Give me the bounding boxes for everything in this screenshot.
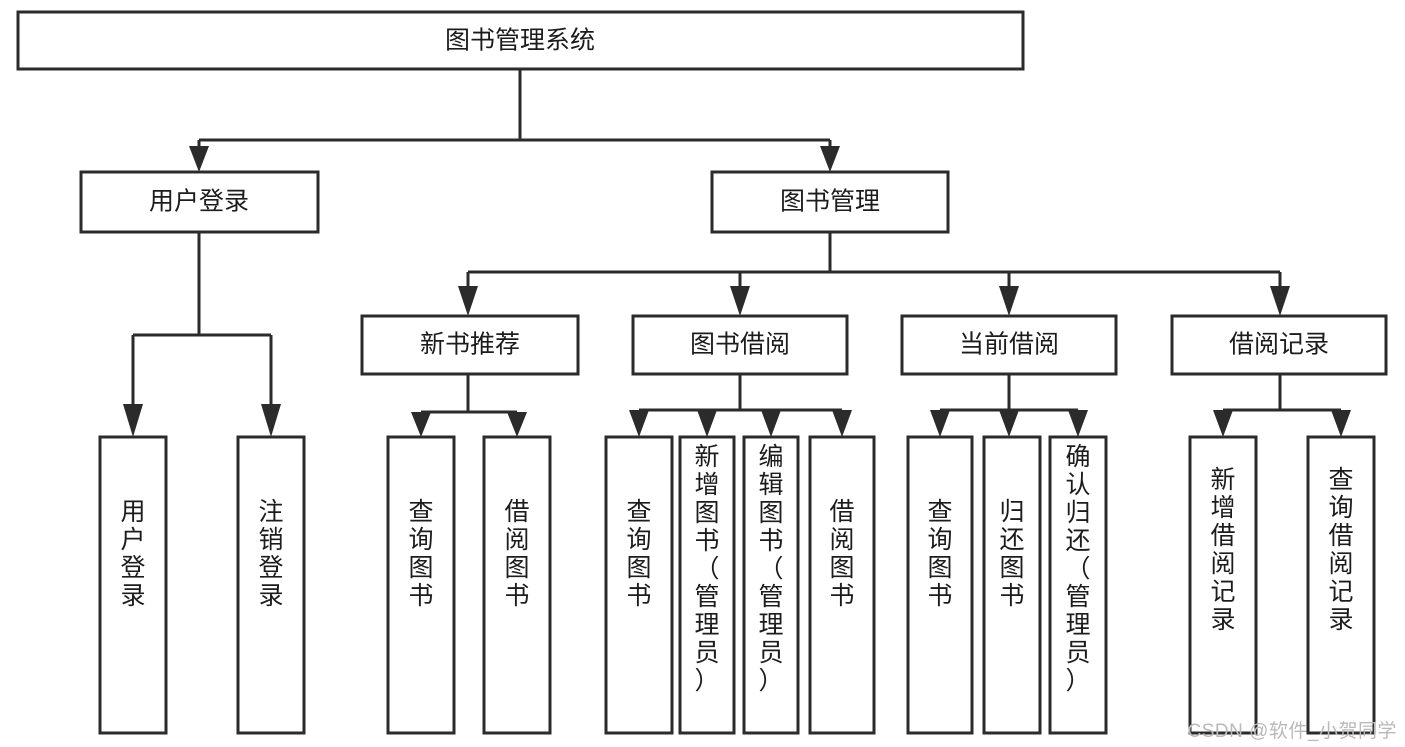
node-leaf-user-login-label: 用户登录	[120, 498, 145, 610]
node-leaf-confirm-return[interactable]: 确认归还（管理员）	[1048, 435, 1108, 735]
node-leaf-borrow-book-1[interactable]: 借阅图书	[482, 435, 552, 735]
node-book-borrow[interactable]: 图书借阅	[631, 314, 849, 376]
arrow-head-leaf-edit-book	[761, 410, 781, 437]
arrow-head-leaf-logout	[261, 404, 281, 437]
node-leaf-add-book-label: 新增图书（管理员）	[694, 443, 719, 695]
node-user-login-box[interactable]	[79, 170, 320, 234]
node-leaf-return-book-label: 归还图书	[999, 498, 1024, 610]
node-leaf-query-record-box[interactable]	[1306, 435, 1376, 735]
node-leaf-query-record[interactable]: 查询借阅记录	[1306, 435, 1376, 735]
node-root-box[interactable]	[16, 10, 1025, 71]
node-borrow-record-label: 借阅记录	[1229, 331, 1329, 359]
arrow-head-user-login	[189, 146, 209, 172]
arrow-head-leaf-confirm-return	[1068, 410, 1088, 437]
node-leaf-query-book-2[interactable]: 查询图书	[604, 435, 674, 735]
node-book-mgmt-box[interactable]	[710, 170, 950, 234]
node-leaf-add-record-label: 新增借阅记录	[1210, 466, 1235, 634]
node-borrow-record[interactable]: 借阅记录	[1170, 314, 1388, 376]
node-leaf-logout[interactable]: 注销登录	[236, 435, 306, 735]
node-book-borrow-box[interactable]	[631, 314, 849, 376]
node-leaf-add-record[interactable]: 新增借阅记录	[1188, 435, 1258, 735]
arrow-head-leaf-query-book-3	[930, 410, 950, 437]
node-leaf-logout-box[interactable]	[236, 435, 306, 735]
node-leaf-query-book-1-label: 查询图书	[408, 498, 433, 610]
edge-layer	[123, 69, 1351, 437]
node-user-login[interactable]: 用户登录	[79, 170, 320, 234]
node-leaf-borrow-book-1-box[interactable]	[482, 435, 552, 735]
node-new-book-rec-box[interactable]	[360, 314, 580, 376]
node-layer: 图书管理系统 用户登录 图书管理 新书推荐 图书借阅 当前借阅	[16, 10, 1388, 735]
node-leaf-query-book-3[interactable]: 查询图书	[906, 435, 974, 735]
arrow-head-new-book	[458, 286, 478, 316]
node-leaf-return-book-box[interactable]	[982, 435, 1042, 735]
node-current-borrow[interactable]: 当前借阅	[900, 314, 1118, 376]
node-book-borrow-label: 图书借阅	[690, 331, 790, 359]
node-leaf-query-book-2-box[interactable]	[604, 435, 674, 735]
arrow-head-leaf-query-book-1	[411, 412, 431, 437]
node-leaf-edit-book-box[interactable]	[742, 435, 800, 735]
node-leaf-user-login[interactable]: 用户登录	[98, 435, 168, 735]
edge-root-to-level2	[189, 69, 840, 172]
arrow-head-leaf-user-login	[123, 404, 143, 437]
arrow-head-current-borrow	[999, 286, 1019, 316]
node-current-borrow-box[interactable]	[900, 314, 1118, 376]
node-leaf-query-book-2-label: 查询图书	[626, 498, 651, 610]
node-new-book-rec-label: 新书推荐	[420, 331, 520, 359]
node-root-label: 图书管理系统	[445, 27, 595, 55]
arrow-head-book-borrow	[730, 286, 750, 316]
node-current-borrow-label: 当前借阅	[959, 331, 1059, 359]
node-leaf-add-book[interactable]: 新增图书（管理员）	[678, 435, 736, 735]
edge-newbook-to-leaves	[411, 374, 527, 437]
edge-bookborrow-to-leaves	[629, 374, 852, 437]
node-new-book-rec[interactable]: 新书推荐	[360, 314, 580, 376]
edge-borrowrecord-to-leaves	[1213, 374, 1351, 437]
node-book-mgmt[interactable]: 图书管理	[710, 170, 950, 234]
node-leaf-logout-label: 注销登录	[258, 498, 283, 610]
arrow-head-borrow-record	[1270, 286, 1290, 316]
edge-currentborrow-to-leaves	[930, 374, 1088, 437]
node-leaf-query-book-3-label: 查询图书	[927, 498, 952, 610]
arrow-head-leaf-query-book-2	[629, 410, 649, 437]
node-leaf-add-record-box[interactable]	[1188, 435, 1258, 735]
arrow-head-leaf-borrow-book-2	[832, 410, 852, 437]
arrow-head-leaf-return-book	[999, 410, 1019, 437]
node-leaf-query-book-3-box[interactable]	[906, 435, 974, 735]
node-borrow-record-box[interactable]	[1170, 314, 1388, 376]
arrow-head-book-mgmt	[820, 146, 840, 172]
node-leaf-edit-book-label: 编辑图书（管理员）	[758, 443, 783, 695]
arrow-head-leaf-add-book	[697, 410, 717, 437]
node-leaf-confirm-return-box[interactable]	[1048, 435, 1108, 735]
arrow-head-leaf-borrow-book-1	[507, 412, 527, 437]
edge-bookmgmt-to-level3	[458, 232, 1290, 316]
node-leaf-borrow-book-2-box[interactable]	[808, 435, 876, 735]
node-leaf-query-record-label: 查询借阅记录	[1328, 466, 1353, 634]
edge-userlogin-to-leaves	[123, 232, 281, 437]
node-leaf-user-login-box[interactable]	[98, 435, 168, 735]
node-user-login-label: 用户登录	[149, 188, 249, 216]
node-root[interactable]: 图书管理系统	[16, 10, 1025, 71]
csdn-watermark: CSDN @软件_小贺同学	[1187, 721, 1397, 742]
node-book-mgmt-label: 图书管理	[780, 188, 880, 216]
node-leaf-borrow-book-2[interactable]: 借阅图书	[808, 435, 876, 735]
arrow-head-leaf-add-record	[1213, 410, 1233, 437]
node-leaf-return-book[interactable]: 归还图书	[982, 435, 1042, 735]
node-leaf-edit-book[interactable]: 编辑图书（管理员）	[742, 435, 800, 735]
node-leaf-add-book-box[interactable]	[678, 435, 736, 735]
node-leaf-query-book-1[interactable]: 查询图书	[386, 435, 456, 735]
node-leaf-borrow-book-1-label: 借阅图书	[504, 498, 529, 610]
node-leaf-borrow-book-2-label: 借阅图书	[829, 498, 854, 610]
arrow-head-leaf-query-record	[1331, 410, 1351, 437]
node-leaf-confirm-return-label: 确认归还（管理员）	[1065, 443, 1090, 695]
node-leaf-query-book-1-box[interactable]	[386, 435, 456, 735]
